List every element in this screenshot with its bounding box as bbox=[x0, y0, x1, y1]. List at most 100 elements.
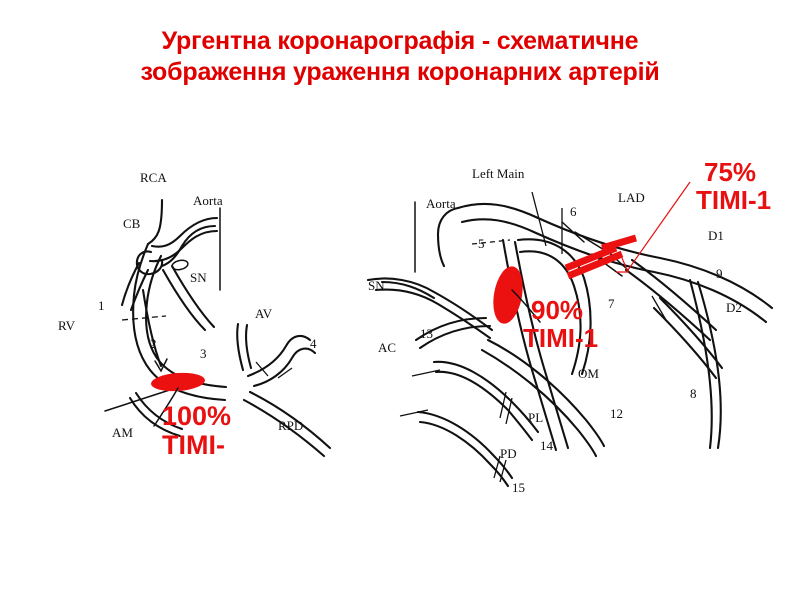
lcx-lesion-marker bbox=[493, 266, 523, 324]
lca-label-pl: PL bbox=[528, 410, 543, 425]
lca-sn-branch-outer bbox=[366, 277, 494, 332]
lca-cx-loop-inner bbox=[518, 250, 582, 376]
lca-sn-branch-extra bbox=[380, 280, 436, 300]
rca-sn-branch bbox=[160, 224, 217, 268]
lca-label-d1: D1 bbox=[708, 228, 724, 243]
lca-tick-14b bbox=[505, 397, 513, 425]
page-title-line-2: зображення ураження коронарних артерій bbox=[140, 58, 660, 86]
lca-d2-inner bbox=[652, 306, 718, 380]
rca-rv-arrowhead bbox=[154, 358, 168, 373]
lca-ac-branch-inner bbox=[418, 324, 492, 350]
page-title-line-1: Ургентна коронарографія - схематичне bbox=[161, 27, 639, 55]
rca-label-am: AM bbox=[112, 425, 133, 440]
rca-label-aorta: Aorta bbox=[193, 193, 223, 208]
lca-tick-15b bbox=[499, 459, 507, 483]
rca-seg1-tick bbox=[121, 315, 167, 321]
lcx-lesion-pointer bbox=[511, 289, 541, 323]
lca-label-aorta: Aorta bbox=[426, 196, 456, 211]
lca-label-lad: LAD bbox=[618, 190, 645, 205]
lca-seg8-outer bbox=[688, 278, 713, 450]
rca-cb-branch bbox=[120, 261, 141, 307]
annotation-lad-timi: TIMI-1 bbox=[696, 185, 772, 216]
rca-rv-branch bbox=[141, 288, 163, 368]
lca-label-left-main: Left Main bbox=[472, 166, 525, 181]
lca-label-om: OM bbox=[578, 366, 599, 381]
lca-segment-13: 13 bbox=[420, 326, 433, 341]
rca-label-rv: RV bbox=[58, 318, 76, 333]
lad-lesion-arrowhead bbox=[616, 257, 629, 273]
lca-label-d2: D2 bbox=[726, 300, 742, 315]
lca-segment-8: 8 bbox=[690, 386, 697, 401]
rca-label-rpd: RPD bbox=[278, 418, 303, 433]
lca-pl-outer bbox=[432, 360, 540, 434]
rca-label-sn: SN bbox=[190, 270, 207, 285]
rca-branch-diagonal bbox=[161, 268, 207, 332]
lca-label-ac: AC bbox=[378, 340, 396, 355]
annotation-lad-lesion: 75% TIMI-1 bbox=[696, 157, 771, 214]
annotation-rca-percent: 100% bbox=[162, 401, 232, 431]
annotation-rca-timi: TIMI- bbox=[162, 430, 225, 461]
rca-lesion-pointer bbox=[153, 387, 179, 427]
lca-pl-inner bbox=[434, 370, 534, 442]
lca-segment-9: 9 bbox=[716, 266, 723, 281]
rca-label-av: AV bbox=[255, 306, 273, 321]
annotation-lcx-timi: TIMI-1 bbox=[523, 323, 599, 354]
lca-segment-6: 6 bbox=[570, 204, 577, 219]
rca-branch-diagonal-2 bbox=[170, 264, 216, 329]
annotation-lad-percent: 75% bbox=[704, 157, 757, 187]
lca-tick-d2 bbox=[651, 295, 667, 321]
lca-segment-15: 15 bbox=[512, 480, 525, 495]
lca-label-sn: SN bbox=[368, 278, 385, 293]
lca-sn-branch-inner bbox=[374, 288, 492, 340]
rca-segment-4: 4 bbox=[310, 336, 317, 351]
lca-label-pd: PD bbox=[500, 446, 517, 461]
rca-segment-1: 1 bbox=[98, 298, 105, 313]
page-title: Ургентна коронарографія - схематичне зоб… bbox=[0, 26, 800, 88]
lca-om-inner bbox=[480, 348, 598, 458]
lca-pd-outer bbox=[416, 410, 514, 480]
rca-segment-2: 2 bbox=[150, 336, 157, 351]
lca-pl-tick-base bbox=[411, 369, 441, 377]
rca-segment-3: 3 bbox=[200, 346, 207, 361]
lca-segment-12: 12 bbox=[610, 406, 623, 421]
rca-cb-loop bbox=[135, 250, 164, 276]
rca-am-branch-inner bbox=[134, 391, 184, 431]
rca-seg4-upper bbox=[246, 334, 312, 378]
lca-tick-14 bbox=[499, 391, 507, 419]
lad-lesion-bar-2 bbox=[566, 250, 624, 280]
rca-tick-seg4 bbox=[277, 367, 293, 379]
lad-lesion-bar-1 bbox=[601, 234, 637, 252]
lca-ac-branch-outer bbox=[414, 316, 488, 342]
lca-tick-15 bbox=[493, 455, 501, 479]
left-coronary-diagram-svg: Left Main Aorta SN AC LAD D1 D2 OM PL PD… bbox=[366, 166, 774, 495]
rca-ostium-upper bbox=[146, 198, 164, 246]
lca-segment-7: 7 bbox=[608, 296, 615, 311]
lca-segment-14: 14 bbox=[540, 438, 554, 453]
rca-label-cb: CB bbox=[123, 216, 141, 231]
rca-av-branch-right bbox=[245, 323, 253, 370]
lad-lesion-arrow-line bbox=[627, 181, 691, 271]
rca-label-rca: RCA bbox=[140, 170, 167, 185]
rca-av-branch-left bbox=[236, 322, 245, 372]
lca-om-outer bbox=[486, 338, 606, 448]
lad-lesion-bar-3 bbox=[564, 244, 618, 272]
lca-segment-5: 5 bbox=[478, 236, 485, 251]
lca-d1-outer bbox=[630, 258, 718, 332]
lca-seg6-bracket-1 bbox=[561, 221, 585, 243]
rca-cb-branch-2 bbox=[129, 268, 150, 312]
lca-lcx-inner bbox=[513, 240, 570, 450]
annotation-lcx-percent: 90% bbox=[531, 295, 584, 325]
rca-aorta-curve-top bbox=[150, 216, 219, 248]
annotation-lcx-lesion: 90% TIMI-1 bbox=[523, 295, 598, 352]
lca-ostium-hook bbox=[436, 206, 460, 268]
rca-rpd-inner bbox=[242, 398, 326, 458]
rca-lesion-marker bbox=[151, 372, 205, 392]
rca-seg4-lower bbox=[252, 347, 317, 388]
rca-diagram-svg: RCA Aorta CB SN RV AV AM RPD 1 2 3 4 bbox=[58, 170, 332, 458]
rca-tick-av bbox=[255, 361, 269, 377]
lca-seg8-inner bbox=[696, 280, 722, 450]
rca-rpd-outer bbox=[248, 390, 332, 450]
rca-diagram: RCA Aorta CB SN RV AV AM RPD 1 2 3 4 bbox=[30, 130, 350, 470]
lca-tick-arch-1 bbox=[531, 191, 547, 247]
